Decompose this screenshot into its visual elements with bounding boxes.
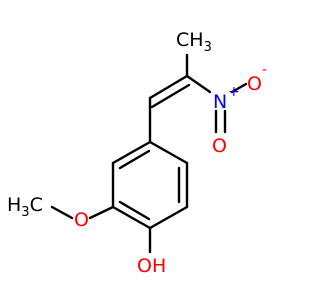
ether-o-label: O xyxy=(74,209,89,231)
ring-bond-c4-c5 xyxy=(111,205,152,230)
ring-bond-c6-c1-inner xyxy=(118,149,151,170)
methoxy-methyl-label: H3C xyxy=(7,194,43,220)
vinyl-double-bond-inner xyxy=(150,83,191,109)
bond-ring-to-ether-o xyxy=(88,205,115,220)
ring-bond-c6-c1 xyxy=(111,140,152,165)
methyl-label: CH3 xyxy=(176,29,212,55)
atom-labels: CH3 N + O - O O H3C OH xyxy=(7,29,267,277)
ring-bond-c3-c4 xyxy=(148,205,189,230)
bonds xyxy=(50,53,248,254)
nitro-n-o-bond xyxy=(230,82,248,94)
hydroxyl-label: OH xyxy=(137,255,166,277)
nitro-o-bottom-label: O xyxy=(212,135,227,157)
bond-ether-o-to-methyl xyxy=(50,205,74,220)
ring-bond-c1-c2 xyxy=(148,140,189,165)
nitro-o-right-label: O xyxy=(247,73,262,95)
bond-to-nitro-n xyxy=(185,74,212,94)
nitro-n-label: N xyxy=(213,91,227,113)
vinyl-double-bond xyxy=(148,74,189,100)
ring-bond-c4-c5-inner xyxy=(118,200,151,221)
molecule-diagram: CH3 N + O - O O H3C OH xyxy=(7,29,267,277)
nitro-n-charge: + xyxy=(228,84,240,100)
structure-canvas: CH3 N + O - O O H3C OH xyxy=(7,29,267,277)
nitro-o-charge: - xyxy=(262,62,267,78)
